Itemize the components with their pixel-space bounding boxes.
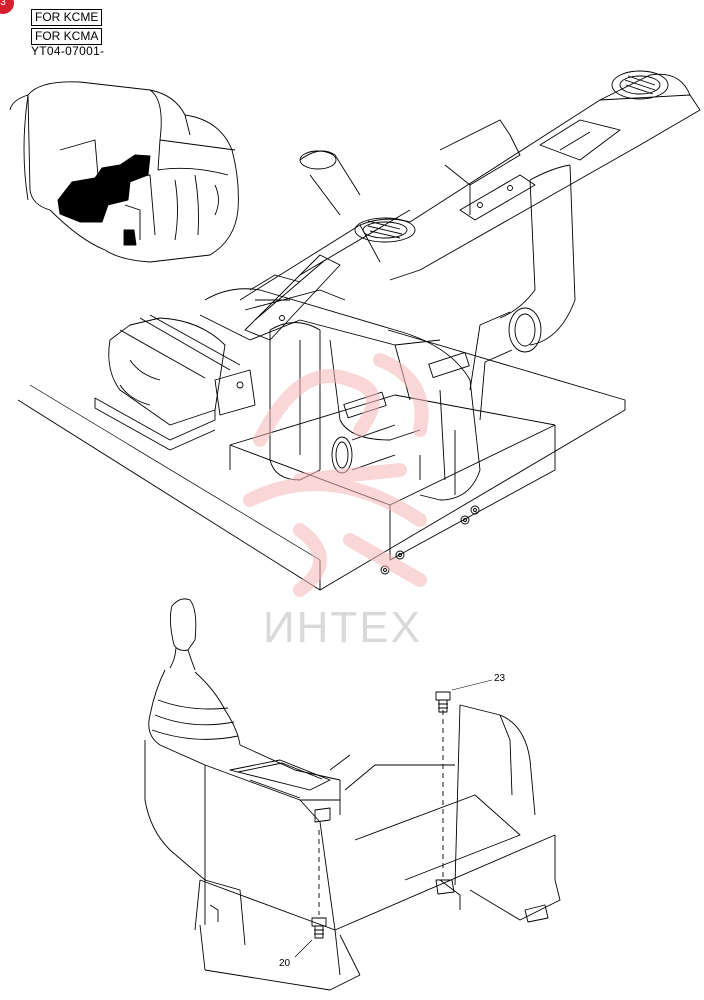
page-badge: 3 — [0, 0, 14, 14]
bolt-20 — [294, 917, 327, 958]
label-for-kcme: FOR KCME — [31, 9, 103, 26]
callout-20: 20 — [279, 958, 291, 969]
label-for-kcma: FOR KCMA — [31, 28, 103, 45]
watermark-text: ИНТЕХ — [263, 603, 422, 652]
duct-assembly — [17, 70, 701, 591]
console-assembly — [144, 598, 561, 991]
base-bolts — [380, 505, 480, 575]
callout-23: 23 — [494, 673, 506, 684]
watermark-logo — [243, 353, 429, 597]
serial-range: YT04-07001- — [31, 44, 105, 58]
bolt-23 — [435, 679, 493, 713]
machine-thumbnail — [9, 81, 239, 263]
